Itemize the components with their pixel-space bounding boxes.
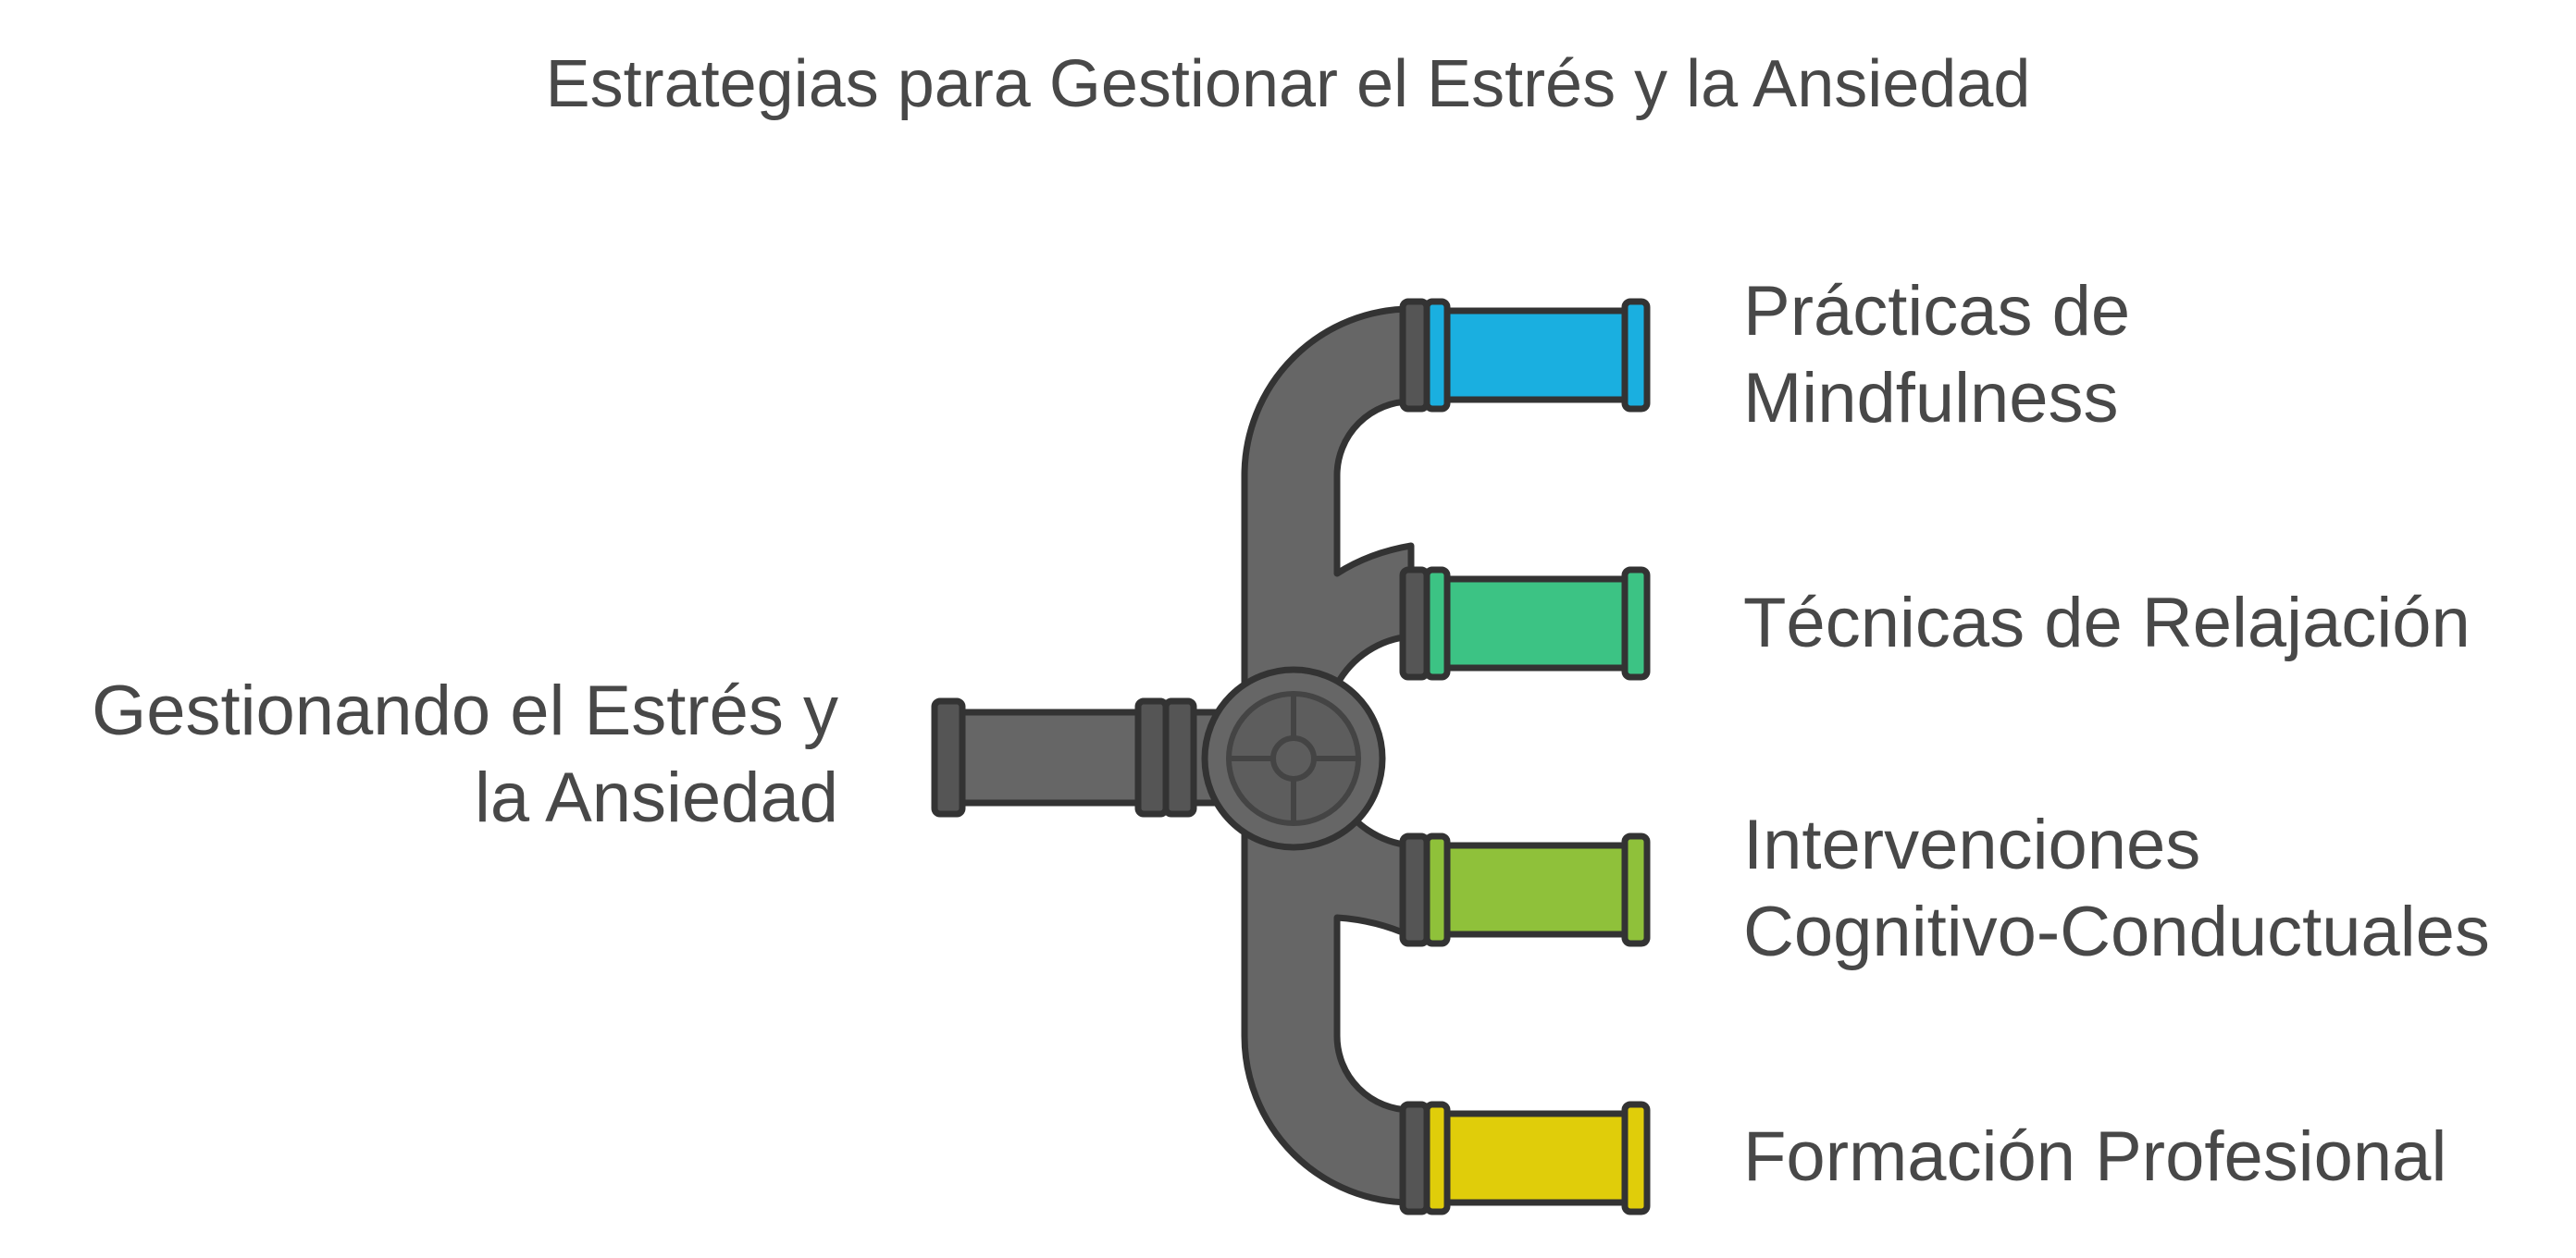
branch-label-mindfulness: Prácticas de Mindfulness bbox=[1743, 268, 2130, 442]
source-coupling-b bbox=[1162, 697, 1197, 818]
branch-label-line: Formación Profesional bbox=[1743, 1117, 2447, 1196]
branch-label-cognitivo: Intervenciones Cognitivo-Conductuales bbox=[1743, 802, 2490, 976]
branch-flange-dark bbox=[1399, 298, 1430, 413]
branch-label-line: Prácticas de bbox=[1743, 272, 2131, 351]
branch-label-line: Intervenciones bbox=[1743, 806, 2201, 884]
branch-flange-dark bbox=[1399, 1101, 1430, 1215]
diagram-title: Estrategias para Gestionar el Estrés y l… bbox=[545, 47, 2031, 121]
branch-pipe-formacion bbox=[1399, 1101, 1651, 1215]
branch-end-flange bbox=[1621, 298, 1651, 413]
branch-pipes bbox=[1399, 298, 1651, 1215]
branch-flange-color bbox=[1423, 832, 1451, 947]
branch-pipe-cognitivo bbox=[1399, 832, 1651, 947]
branch-end-flange bbox=[1621, 566, 1651, 681]
branch-pipe-relajacion bbox=[1399, 566, 1651, 681]
branch-pipe-body bbox=[1417, 842, 1646, 938]
branch-end-flange bbox=[1621, 832, 1651, 947]
branch-label-line: Técnicas de Relajación bbox=[1743, 584, 2471, 662]
branch-end-flange bbox=[1621, 1101, 1651, 1215]
valve-hub bbox=[1270, 735, 1317, 782]
branch-label-formacion: Formación Profesional bbox=[1743, 1114, 2446, 1201]
source-end-flange bbox=[931, 697, 966, 818]
branch-pipe-body bbox=[1417, 307, 1646, 403]
branch-label-relajacion: Técnicas de Relajación bbox=[1743, 580, 2471, 667]
main-trunk bbox=[931, 305, 1415, 1206]
branch-flange-dark bbox=[1399, 832, 1430, 947]
branch-flange-color bbox=[1423, 566, 1451, 681]
branch-pipe-body bbox=[1417, 575, 1646, 672]
branch-flange-color bbox=[1423, 1101, 1451, 1215]
branch-pipe-body bbox=[1417, 1110, 1646, 1206]
branch-flange-color bbox=[1423, 298, 1451, 413]
source-label: Gestionando el Estrés y la Ansiedad bbox=[37, 668, 838, 842]
branch-flange-dark bbox=[1399, 566, 1430, 681]
source-coupling-a bbox=[1134, 697, 1170, 818]
branch-pipe-mindfulness bbox=[1399, 298, 1651, 413]
branch-label-line: Cognitivo-Conductuales bbox=[1743, 893, 2490, 971]
source-label-line: la Ansiedad bbox=[475, 758, 838, 837]
branch-label-line: Mindfulness bbox=[1743, 359, 2119, 438]
source-label-line: Gestionando el Estrés y bbox=[92, 672, 838, 750]
